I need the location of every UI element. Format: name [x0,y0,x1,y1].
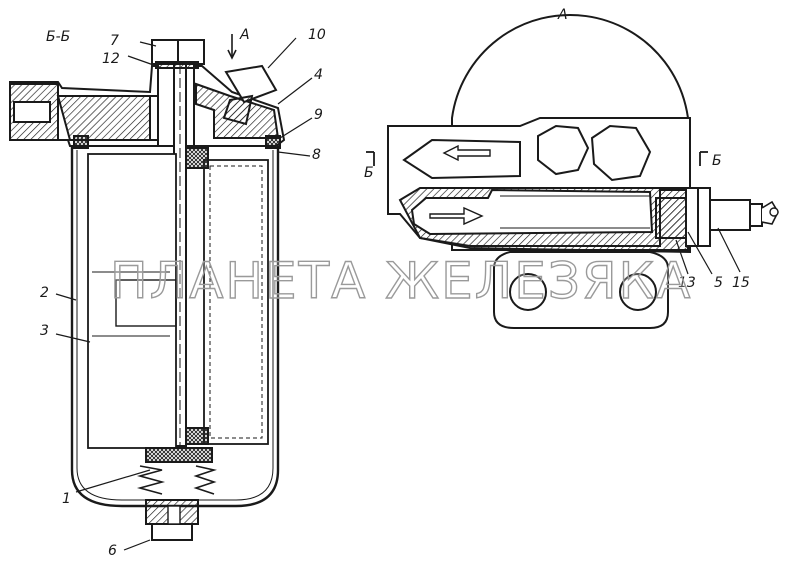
callout-5: 5 [714,275,723,291]
callout-7: 7 [110,33,119,49]
callout-3: 3 [40,323,49,339]
view-a [366,13,779,329]
callout-1: 1 [62,491,71,507]
callout-9: 9 [314,107,323,123]
leader-lines-left [55,37,313,551]
callout-10: 10 [308,27,326,43]
filter-element [87,153,177,449]
mounting-lug [493,251,669,329]
flow-arrow-in [442,144,491,162]
seal [185,147,209,169]
section-mark-left: Б [364,165,374,181]
callout-4: 4 [314,67,323,83]
section-view [9,34,286,541]
leader-lines-right [675,227,741,275]
callout-2: 2 [40,285,49,301]
view-arrow-label: А [240,27,250,43]
vent-plug [224,64,278,104]
callout-15: 15 [732,275,750,291]
spring [145,447,213,463]
callout-12: 12 [102,51,120,67]
flow-arrow-out [429,206,484,226]
section-mark-right: Б [712,153,722,169]
hex-bolt-right [590,124,652,182]
sensor [709,199,751,231]
valve-body [655,197,687,239]
callout-6: 6 [108,543,117,559]
view-label: А [558,7,568,23]
callout-13: 13 [678,275,696,291]
section-label: Б-Б [46,29,71,45]
hex-bolt-left [537,124,590,176]
callout-8: 8 [312,147,321,163]
